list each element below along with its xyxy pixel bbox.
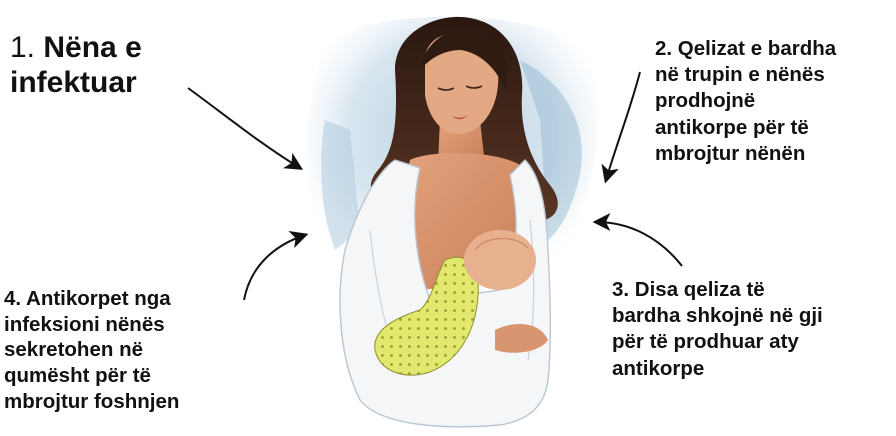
label-line: 2. Qelizat e bardha bbox=[655, 36, 836, 62]
label-line: për të prodhuar aty bbox=[612, 329, 823, 355]
label-line: në trupin e nënës bbox=[655, 62, 836, 88]
step-number: 1. bbox=[10, 31, 35, 64]
label-line: 4. Antikorpet nga bbox=[4, 286, 179, 312]
label-line: 3. Disa qeliza të bbox=[612, 277, 823, 303]
label-line: Nëna e bbox=[43, 31, 141, 64]
label-line: qumësht për të bbox=[4, 363, 179, 389]
label-line: mbrojtur foshnjen bbox=[4, 389, 179, 415]
label-antibodies-in-milk: 4. Antikorpet nga infeksioni nënës sekre… bbox=[4, 286, 179, 414]
label-line: antikorpe bbox=[612, 356, 823, 382]
label-line: antikorpe për të bbox=[655, 115, 836, 141]
label-line: prodhojnë bbox=[655, 88, 836, 114]
label-cells-to-breast: 3. Disa qeliza të bardha shkojnë në gji … bbox=[612, 277, 823, 382]
label-white-cells-antibodies: 2. Qelizat e bardha në trupin e nënës pr… bbox=[655, 36, 836, 167]
label-line: infektuar bbox=[10, 65, 142, 100]
label-line: infeksioni nënës bbox=[4, 312, 179, 338]
label-infected-mother: 1. Nëna e infektuar bbox=[10, 30, 142, 101]
label-line: mbrojtur nënën bbox=[655, 141, 836, 167]
label-line: sekretohen në bbox=[4, 337, 179, 363]
label-line: bardha shkojnë në gji bbox=[612, 303, 823, 329]
